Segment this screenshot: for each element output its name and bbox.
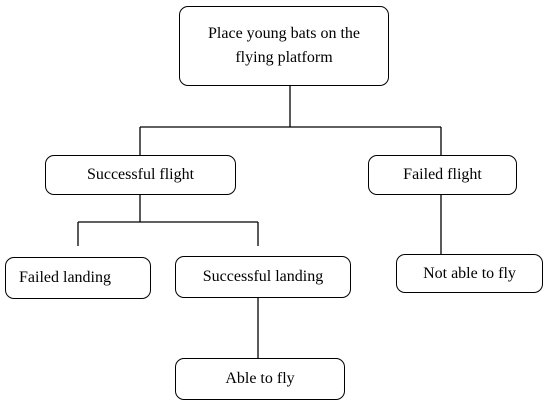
node-not-able-to-fly-label: Not able to fly [423, 264, 516, 282]
node-failed-landing: Failed landing [5, 257, 151, 299]
node-root: Place young bats on the flying platform [179, 6, 389, 86]
node-successful-landing-label: Successful landing [202, 268, 324, 285]
node-failed-landing-label: Failed landing [19, 269, 111, 286]
node-able-to-fly-label: Able to fly [225, 370, 295, 387]
node-successful-landing: Successful landing [175, 256, 351, 298]
node-able-to-fly: Able to fly [175, 358, 345, 400]
node-failed-flight: Failed flight [368, 155, 517, 195]
node-successful-flight-label: Successful flight [86, 166, 195, 183]
node-not-able-to-fly: Not able to fly [396, 254, 543, 293]
node-failed-flight-label: Failed flight [403, 166, 482, 183]
node-root-label: Place young bats on the flying platform [208, 25, 360, 66]
node-successful-flight: Successful flight [45, 155, 236, 195]
